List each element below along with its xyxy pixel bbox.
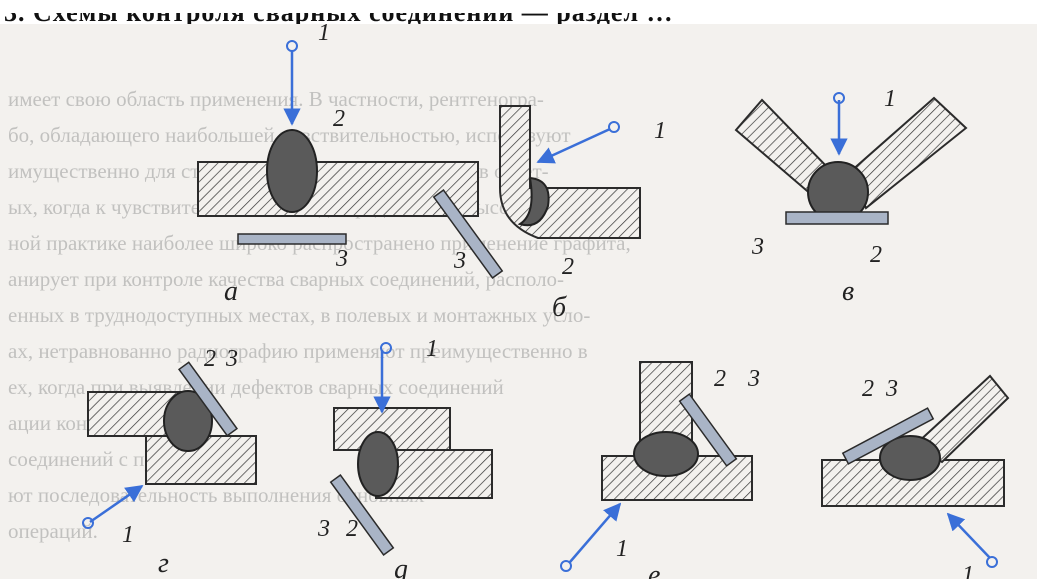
header-text: 3. Схемы контроля сварных соединений — р…	[4, 0, 674, 27]
weld-bead	[266, 129, 318, 213]
weld-bead	[879, 435, 941, 481]
label-weld: 2	[870, 242, 882, 268]
radiation-source	[286, 40, 298, 52]
header-strip: 3. Схемы контроля сварных соединений — р…	[0, 0, 1037, 27]
label-source: 1	[318, 24, 330, 46]
panel-caption: g	[394, 554, 408, 579]
label-weld: 2	[346, 516, 358, 542]
panel-a: 1 2 3 а	[197, 24, 479, 307]
label-film: 3	[317, 516, 330, 542]
radiation-source	[560, 560, 572, 572]
radiation-source	[833, 92, 845, 104]
film	[177, 361, 239, 437]
label-film: 3	[751, 234, 764, 260]
label-film: 3	[885, 376, 898, 402]
film	[329, 474, 395, 556]
label-weld: 2	[204, 346, 216, 372]
label-weld: 2	[714, 366, 726, 392]
panel-caption: г	[158, 548, 169, 579]
panel-caption: а	[224, 276, 238, 307]
background-text-line: анирует при контроле качества сварных со…	[8, 267, 564, 291]
film	[785, 211, 889, 225]
panel-b: 1 2 3 б	[432, 105, 666, 323]
film	[237, 233, 347, 245]
panel-e: 1 2 3 е	[560, 361, 760, 579]
label-weld: 2	[862, 376, 874, 402]
radiation-arrow	[536, 127, 611, 164]
radiation-source	[380, 342, 392, 354]
film	[432, 188, 504, 280]
background-text-line: имеет свою область применения. В частнос…	[8, 87, 544, 111]
label-weld: 2	[333, 106, 345, 132]
label-source: 1	[654, 118, 666, 144]
panel-d: 1 2 3 g	[317, 336, 493, 579]
label-source: 1	[962, 562, 974, 579]
label-film: 3	[747, 366, 760, 392]
label-source: 1	[122, 522, 134, 548]
radiation-arrow	[89, 484, 144, 524]
label-source: 1	[884, 86, 896, 112]
weld-inspection-diagram: имеет свою область применения. В частнос…	[0, 24, 1037, 579]
plate-right	[848, 96, 968, 210]
background-text-line: енных в труднодоступных местах, в полевы…	[8, 303, 590, 327]
label-weld: 2	[562, 254, 574, 280]
radiation-source	[608, 121, 620, 133]
film	[678, 393, 738, 467]
radiation-source	[82, 517, 94, 529]
radiation-arrow	[569, 502, 622, 563]
radiation-arrow	[946, 512, 991, 559]
background-text-line: ют последовательность выполнения основны…	[8, 483, 425, 507]
label-film: 3	[335, 246, 348, 272]
label-source: 1	[426, 336, 438, 362]
weld-bead	[517, 176, 550, 227]
panel-v: 1 2 3 в	[734, 86, 968, 307]
background-text-line: операций.	[8, 519, 98, 543]
weld-bead	[357, 431, 399, 497]
panel-g: 1 2 3 г	[82, 346, 257, 579]
label-source: 1	[616, 536, 628, 562]
plate	[197, 161, 479, 217]
weld-bead	[633, 431, 699, 477]
label-film: 3	[225, 346, 238, 372]
panel-caption: в	[842, 276, 854, 307]
background-text-line: ах, нетравнованно радиографию применяют …	[8, 339, 588, 363]
panel-caption: е	[648, 560, 660, 579]
radiation-source	[986, 556, 998, 568]
background-text-line: ех, когда при выявлении дефектов сварных…	[8, 375, 504, 399]
panel-zh: 1 2 3	[821, 374, 1010, 579]
label-film: 3	[453, 248, 466, 274]
weld-bead	[163, 390, 213, 452]
film	[841, 407, 935, 465]
panel-caption: б	[552, 292, 567, 323]
